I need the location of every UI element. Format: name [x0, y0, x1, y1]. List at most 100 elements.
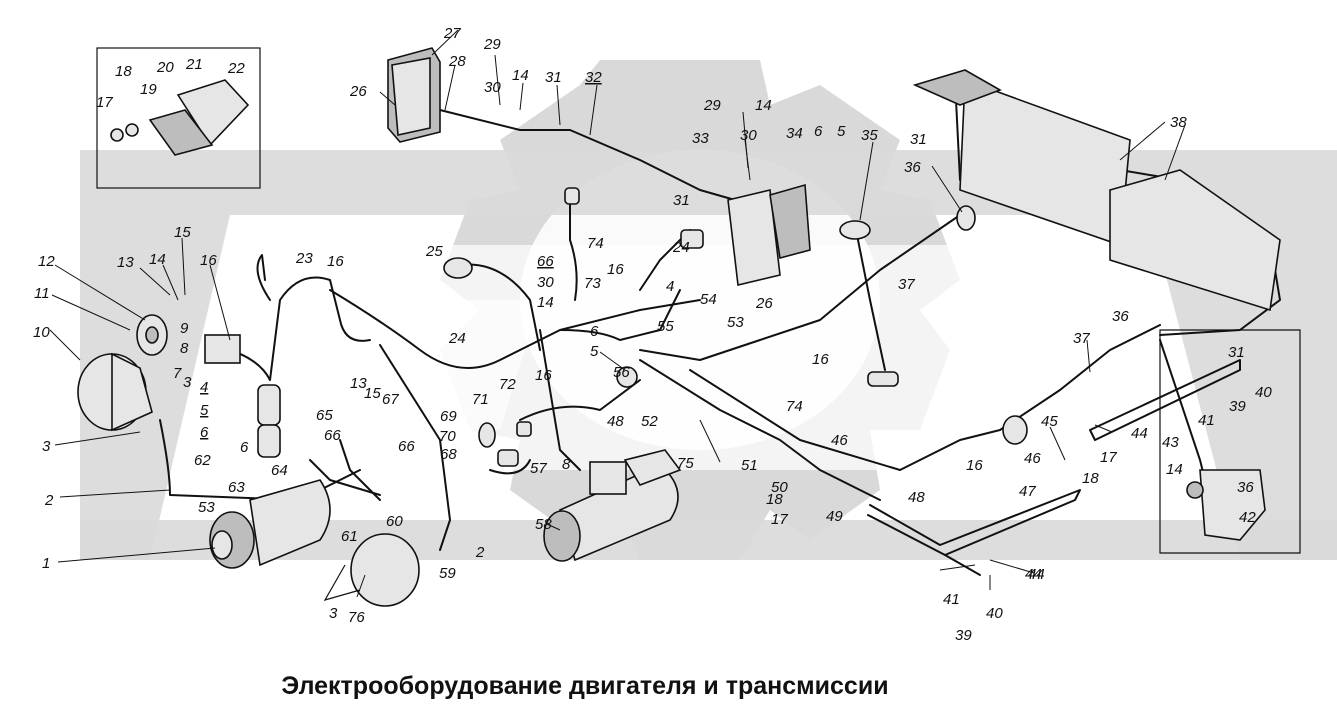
battery-1 [912, 69, 1131, 247]
callout-15: 15 [364, 385, 381, 402]
inset-box-lamp [96, 47, 261, 189]
callout-21: 21 [185, 56, 203, 73]
callout-31: 31 [910, 131, 927, 148]
starter [543, 449, 682, 562]
sensor-70 [478, 422, 496, 448]
callout-6: 6 [200, 424, 209, 441]
callout-4: 4 [200, 379, 208, 396]
callout-45: 45 [1041, 413, 1058, 430]
callout-12: 12 [38, 253, 55, 270]
callout-40: 40 [1255, 384, 1272, 401]
callout-66: 66 [537, 253, 554, 270]
callout-27: 27 [443, 25, 461, 42]
callout-14: 14 [1166, 461, 1183, 478]
callout-32: 32 [585, 69, 602, 86]
callout-17: 17 [96, 94, 113, 111]
callout-7: 7 [173, 365, 182, 382]
callout-37: 37 [898, 276, 915, 293]
callout-26: 26 [755, 295, 773, 312]
callout-37: 37 [1073, 330, 1090, 347]
callout-16: 16 [607, 261, 624, 278]
callout-17: 17 [771, 511, 788, 528]
callout-13: 13 [117, 254, 134, 271]
pedal [839, 220, 899, 387]
generator [209, 479, 331, 569]
callout-54: 54 [700, 291, 717, 308]
leader-lines [49, 29, 1186, 598]
callout-22: 22 [227, 60, 245, 77]
callout-61: 61 [341, 528, 358, 545]
callout-34: 34 [786, 125, 803, 142]
callout-44: 44 [1025, 566, 1042, 583]
callout-16: 16 [200, 252, 217, 269]
callout-15: 15 [174, 224, 191, 241]
callout-33: 33 [692, 130, 709, 147]
callout-25: 25 [425, 243, 443, 260]
callout-67: 67 [382, 391, 399, 408]
callout-47: 47 [1019, 483, 1036, 500]
callout-56: 56 [613, 364, 630, 381]
callout-46: 46 [1024, 450, 1041, 467]
callout-16: 16 [966, 457, 983, 474]
callout-48: 48 [607, 413, 624, 430]
callout-49: 49 [826, 508, 843, 525]
sensor-47 [1002, 415, 1028, 445]
callout-42: 42 [1239, 509, 1256, 526]
callout-41: 41 [943, 591, 960, 608]
callout-14: 14 [512, 67, 529, 84]
callout-44: 44 [1131, 425, 1148, 442]
callout-20: 20 [156, 59, 174, 76]
callout-23: 23 [295, 250, 313, 267]
components [77, 47, 1281, 607]
callout-76: 76 [348, 609, 365, 626]
callout-2: 2 [475, 544, 485, 561]
callout-73: 73 [584, 275, 601, 292]
callout-65: 65 [316, 407, 333, 424]
switch-36 [956, 205, 976, 231]
callout-66: 66 [398, 438, 415, 455]
callout-31: 31 [545, 69, 562, 86]
callout-58: 58 [535, 516, 552, 533]
callout-52: 52 [641, 413, 658, 430]
callout-36: 36 [904, 159, 921, 176]
callout-2: 2 [44, 492, 54, 509]
callout-51: 51 [741, 457, 758, 474]
ground-straps [867, 359, 1241, 576]
callout-16: 16 [812, 351, 829, 368]
diagram-title: Электрооборудование двигателя и трансмис… [281, 672, 889, 700]
relay [204, 334, 241, 364]
callout-14: 14 [537, 294, 554, 311]
callout-3: 3 [183, 374, 192, 391]
callout-43: 43 [1162, 434, 1179, 451]
callout-57: 57 [530, 460, 547, 477]
callout-31: 31 [1228, 344, 1245, 361]
callout-39: 39 [955, 627, 972, 644]
callout-53: 53 [727, 314, 744, 331]
callout-5: 5 [837, 123, 846, 140]
callout-29: 29 [703, 97, 721, 114]
inset-ground-part [1186, 469, 1266, 541]
callout-74: 74 [587, 235, 604, 252]
callout-17: 17 [1100, 449, 1117, 466]
callout-44: 44 [1028, 566, 1045, 583]
callout-64: 64 [271, 462, 288, 479]
callout-19: 19 [140, 81, 157, 98]
connector-74 [564, 187, 580, 205]
watermark-logo [80, 60, 1337, 560]
callout-50: 50 [771, 479, 788, 496]
callout-5: 5 [200, 402, 209, 419]
callout-68: 68 [440, 446, 457, 463]
callout-66: 66 [324, 427, 341, 444]
callout-16: 16 [535, 367, 552, 384]
inset-lamp [110, 79, 250, 156]
connector-68 [497, 449, 519, 467]
lamp-left [77, 352, 153, 432]
callout-10: 10 [33, 324, 50, 341]
callout-6: 6 [814, 123, 823, 140]
connector-24 [680, 229, 704, 249]
callout-69: 69 [440, 408, 457, 425]
inset-box-ground [1159, 329, 1301, 554]
callout-40: 40 [986, 605, 1003, 622]
callout-1: 1 [42, 555, 50, 572]
